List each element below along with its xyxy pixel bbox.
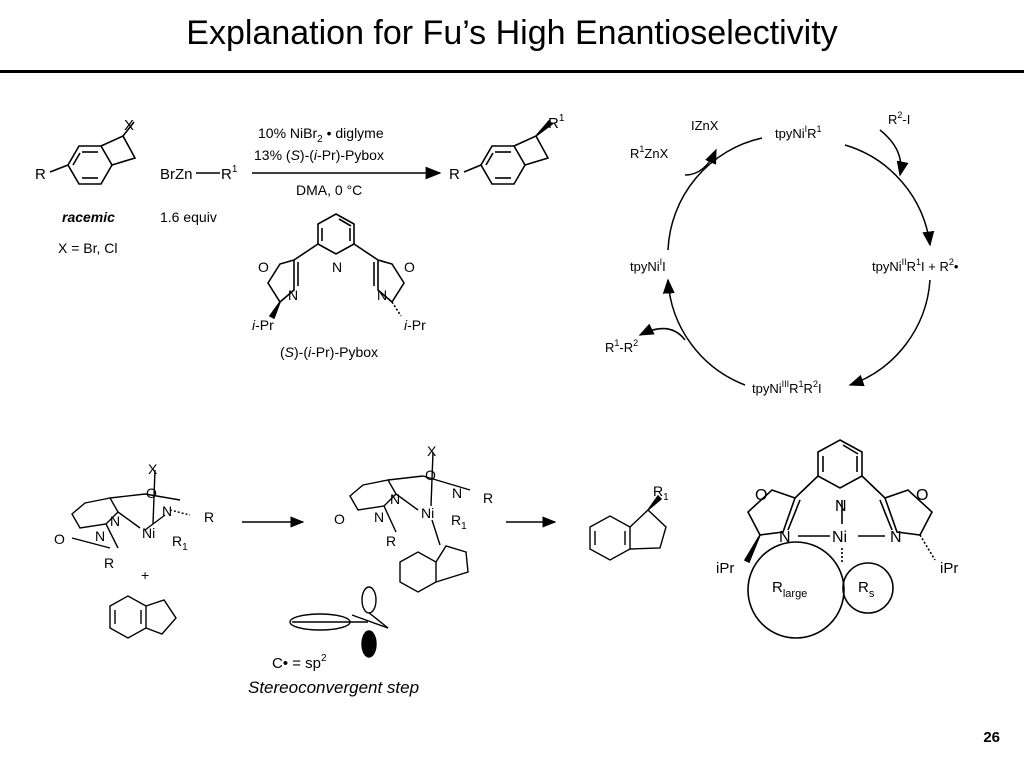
selectivity-model	[743, 439, 936, 639]
mech1-n: N	[162, 503, 172, 519]
cycle-left-species: tpyNiII	[630, 257, 666, 274]
mech2-n2: N	[390, 491, 400, 507]
stereoconvergent-caption: Stereoconvergent step	[248, 678, 420, 697]
model-r-small: Rs	[858, 579, 875, 600]
condition-solvent: DMA, 0 °C	[296, 182, 362, 198]
mech2-x: X	[427, 443, 437, 459]
condition-ligand: 13% (S)-(i-Pr)-Pybox	[254, 147, 384, 163]
pybox-right-o: O	[404, 259, 415, 275]
plus-sign: +	[141, 567, 149, 583]
mechanism-structures	[71, 451, 667, 658]
mech2-o: O	[425, 467, 436, 483]
model-n-right: N	[890, 529, 902, 546]
pybox-left-n: N	[288, 287, 298, 303]
pybox-ligand	[267, 213, 405, 320]
mech2-n: N	[452, 485, 462, 501]
cycle-r2i: R2-I	[888, 110, 910, 127]
mech2-r1: R1	[451, 512, 467, 532]
model-n-left: N	[779, 529, 791, 546]
mech1-r: R	[204, 509, 214, 525]
mech2-o2: O	[334, 511, 345, 527]
reagent-r: R1	[221, 164, 238, 183]
cycle-r1r2: R1-R2	[605, 338, 638, 355]
catalytic-cycle	[638, 129, 935, 387]
model-ipr-right: iPr	[940, 560, 958, 577]
pybox-right-ipr: i-Pr	[404, 317, 426, 333]
title-divider	[0, 70, 1024, 73]
substrate-indane	[49, 121, 137, 185]
mech1-ni: Ni	[142, 525, 155, 541]
mech1-n3: N	[95, 528, 105, 544]
sp2-label: C• = sp2	[272, 653, 327, 672]
slide-title: Explanation for Fu’s High Enantioselecti…	[186, 14, 838, 52]
reaction-scheme	[49, 119, 554, 320]
cycle-iznx: IZnX	[691, 118, 719, 133]
product-r1: R1	[653, 483, 669, 503]
product-indane	[463, 119, 554, 185]
product-r-label: R	[449, 166, 460, 183]
cycle-right-species: tpyNiIIR1I + R2•	[872, 257, 959, 274]
cycle-bottom-species: tpyNiIIIR1R2I	[752, 379, 822, 396]
mech2-r-bottom: R	[386, 533, 396, 549]
substrate-r-label: R	[35, 166, 46, 183]
racemic-label: racemic	[62, 209, 115, 225]
x-definition: X = Br, Cl	[58, 240, 118, 256]
model-r-large: Rlarge	[772, 579, 807, 600]
condition-catalyst: 10% NiBr2 • diglyme	[258, 125, 384, 145]
pybox-right-n: N	[377, 287, 387, 303]
cycle-top-species: tpyNiIR1	[775, 124, 822, 141]
reagent-brzn: BrZn	[160, 166, 193, 183]
mech2-ni: Ni	[421, 505, 434, 521]
mech1-o: O	[146, 485, 157, 501]
substrate-x-label: X	[124, 117, 134, 134]
model-o-left: O	[755, 487, 767, 504]
model-o-right: O	[916, 487, 928, 504]
pybox-left-o: O	[258, 259, 269, 275]
reagent-equiv: 1.6 equiv	[160, 209, 217, 225]
product-r1-label: R1	[548, 113, 565, 132]
cycle-r1znx: R1ZnX	[630, 144, 669, 161]
model-ni: Ni	[832, 529, 847, 546]
page-number: 26	[983, 729, 1000, 746]
mech2-r: R	[483, 490, 493, 506]
model-n-mid: N	[835, 498, 847, 515]
pybox-pyridine-n: N	[332, 259, 342, 275]
mech1-r-bottom: R	[104, 555, 114, 571]
mech1-r1: R1	[172, 533, 188, 553]
mech1-o2: O	[54, 531, 65, 547]
mech2-n3: N	[374, 509, 384, 525]
mech1-x: X	[148, 461, 158, 477]
model-ipr-left: iPr	[716, 560, 734, 577]
mech1-n2: N	[110, 513, 120, 529]
pybox-left-ipr: i-Pr	[252, 317, 274, 333]
pybox-name: (S)-(i-Pr)-Pybox	[280, 344, 378, 360]
